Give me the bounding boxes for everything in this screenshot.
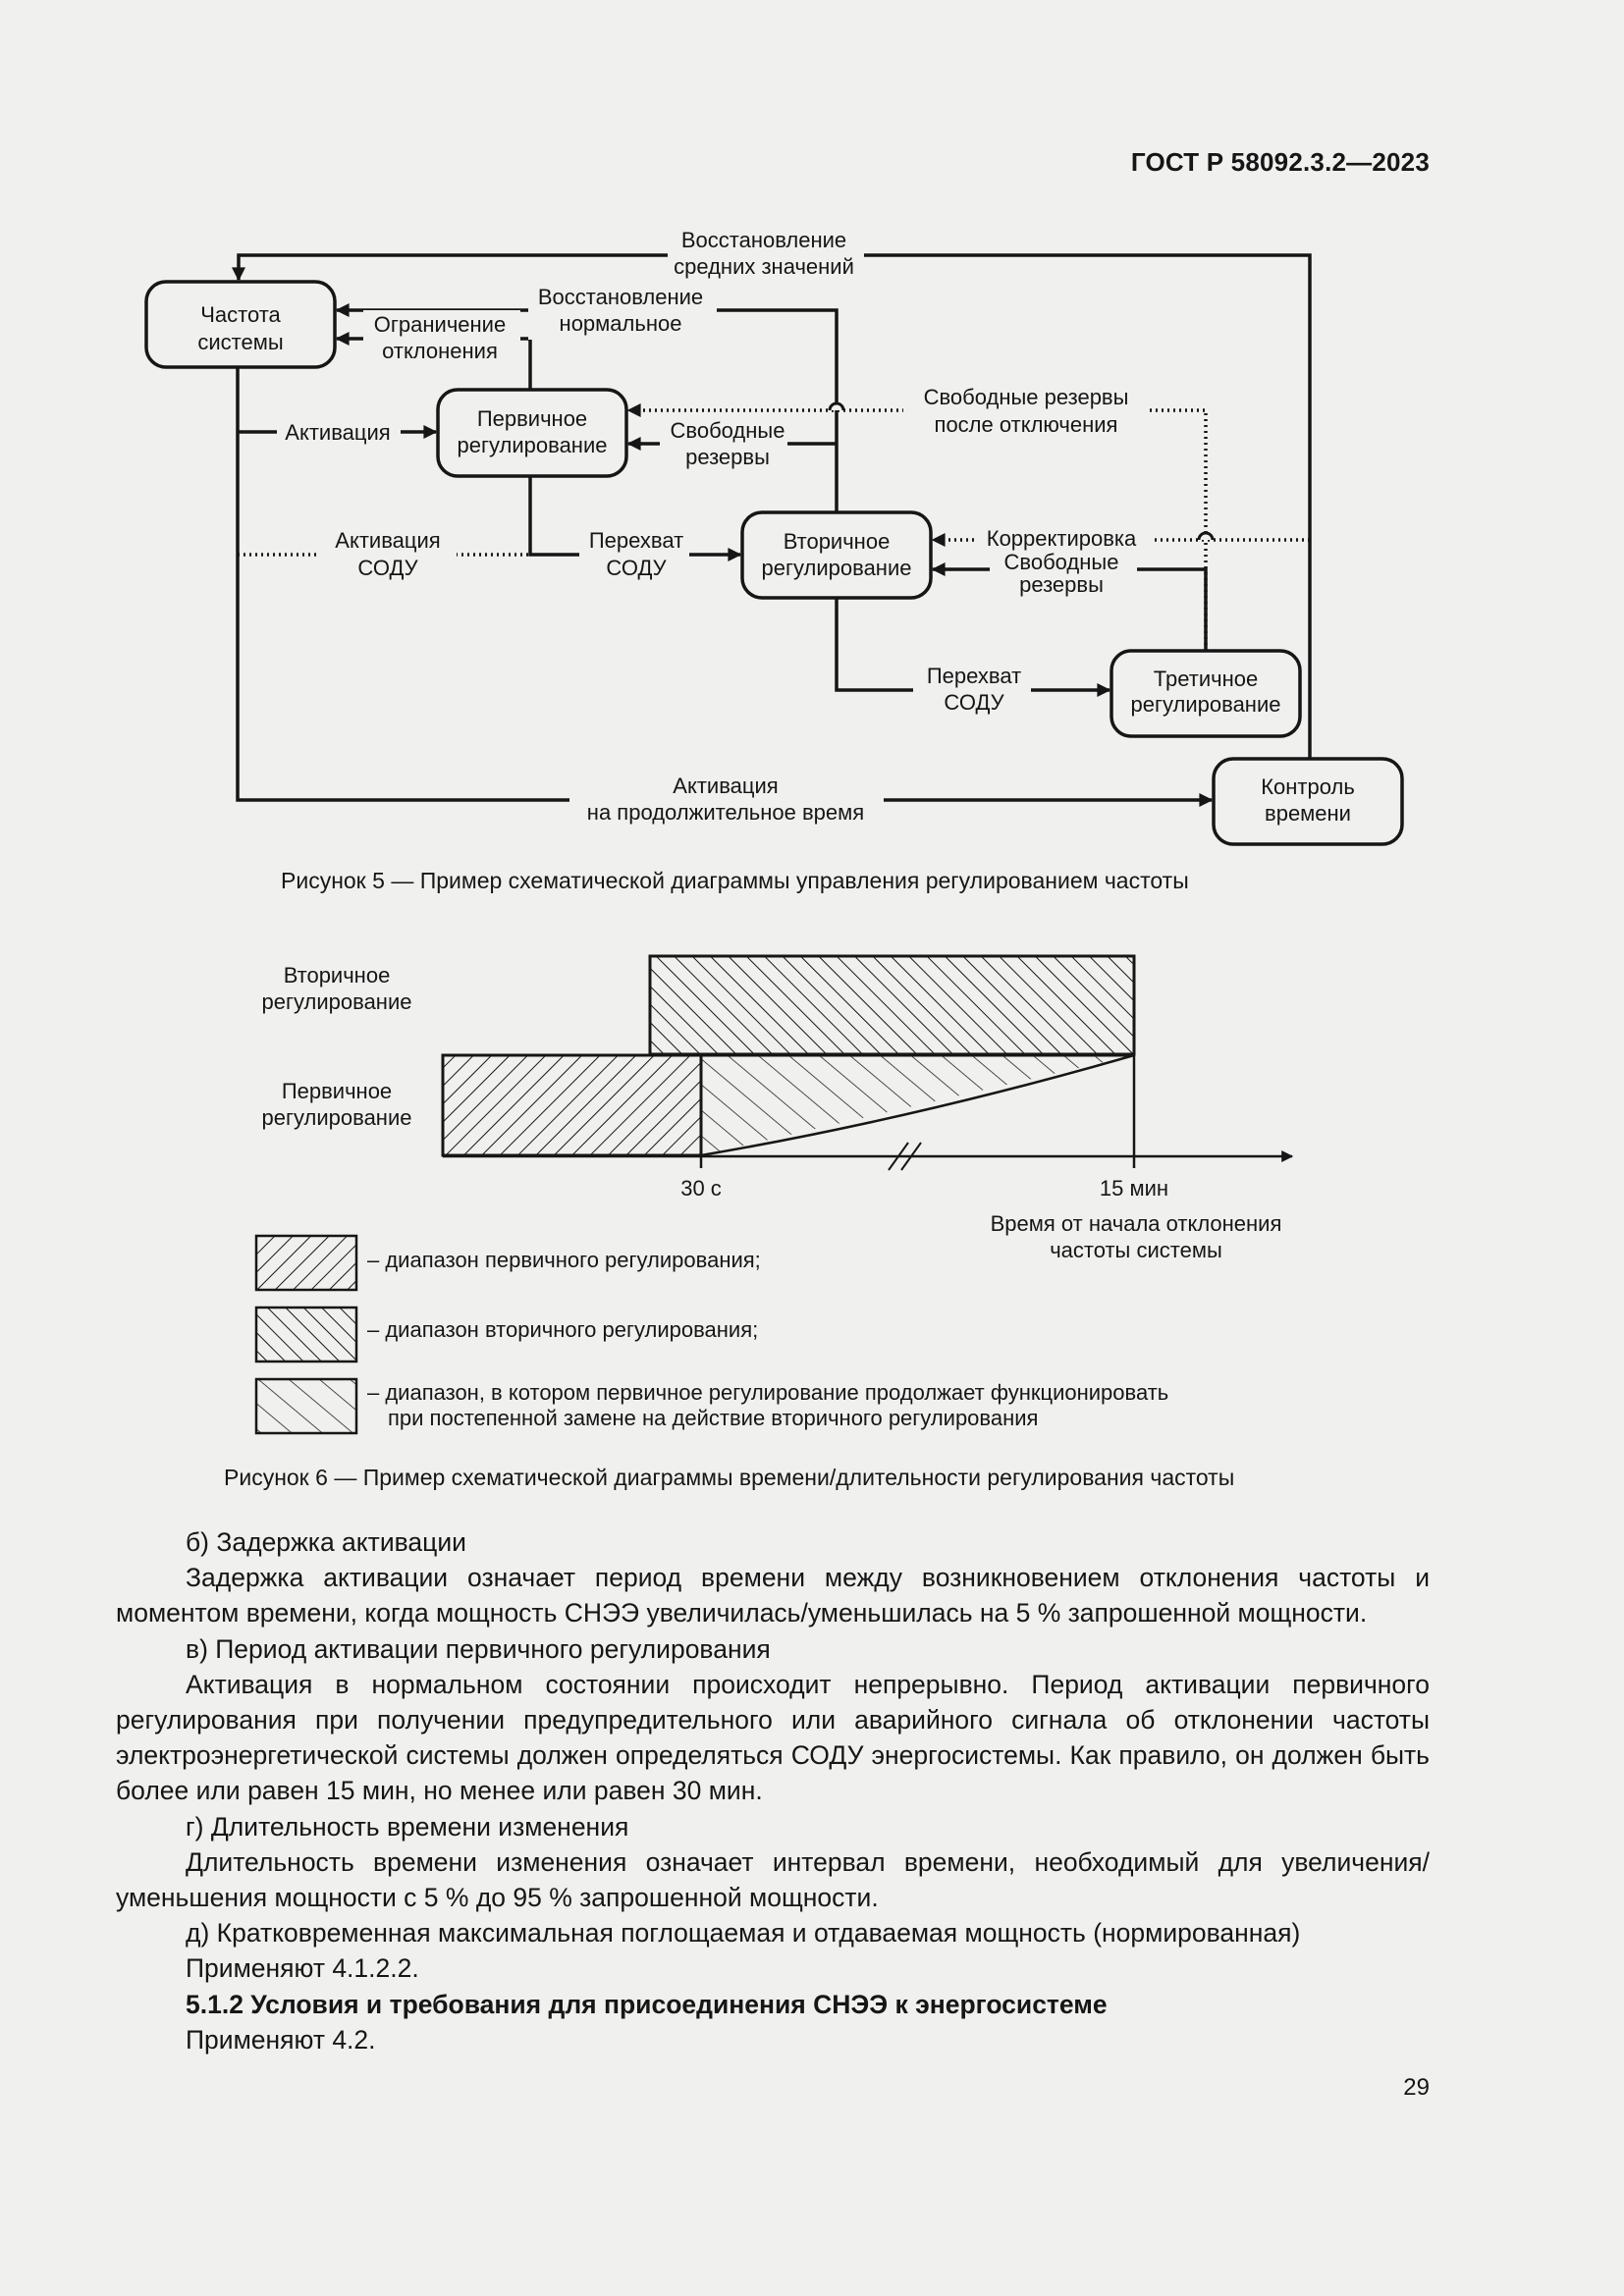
label-restore-norm-1: Восстановление [538, 285, 703, 309]
figure-6-diagram: Вторичное регулирование Первичное регули… [254, 954, 1294, 1435]
node-freq-box [144, 280, 337, 369]
axis-label-1: Время от начала отклонения [991, 1211, 1282, 1236]
label-free-res-1-2: резервы [685, 445, 770, 469]
section-5-1-2-text: Применяют 4.2. [186, 2024, 376, 2055]
node-tertiary-label-1: Третичное [1154, 667, 1258, 691]
row-label-primary-2: регулирование [262, 1105, 412, 1130]
label-activation-long-2: на продолжительное время [587, 800, 864, 825]
label-intercept-1-1: Перехват [589, 528, 683, 553]
page-number: 29 [1403, 2074, 1430, 2101]
label-correction: Корректировка [987, 526, 1137, 551]
node-time-box [1212, 757, 1404, 846]
section-5-1-2-heading: 5.1.2 Условия и требования для присоедин… [186, 1989, 1108, 2019]
label-activation-sodu-2: СОДУ [357, 556, 418, 580]
label-activation: Активация [285, 420, 390, 445]
node-primary-label-2: регулирование [458, 433, 608, 457]
figure-6-caption: Рисунок 6 — Пример схематической диаграм… [224, 1465, 1235, 1490]
row-label-secondary-1: Вторичное [284, 963, 391, 988]
item-d-heading: д) Кратковременная максимальная поглощае… [186, 1918, 1301, 1949]
node-secondary-label-2: регулирование [762, 556, 912, 580]
label-free-res-1-1: Свободные [671, 418, 785, 443]
label-activation-sodu-1: Активация [335, 528, 440, 553]
secondary-band [648, 954, 1136, 1056]
label-intercept-1-2: СОДУ [606, 556, 667, 580]
edge-activation [236, 367, 1214, 807]
standard-header: ГОСТ Р 58092.3.2—2023 [1130, 147, 1430, 177]
tick-15min: 15 мин [1100, 1176, 1168, 1201]
label-free-res-2-2: резервы [1019, 572, 1104, 597]
transition-band [701, 1055, 1134, 1155]
axis-label-2: частоты системы [1050, 1238, 1222, 1262]
node-freq-label-1: Частота [200, 302, 281, 327]
label-limit-dev-2: отклонения [382, 339, 498, 363]
item-d-text: Применяют 4.1.2.2. [186, 1953, 419, 1984]
node-tertiary-label-2: регулирование [1131, 692, 1281, 717]
legend-text-primary: – диапазон первичного регулирования; [367, 1248, 761, 1272]
item-g-heading: г) Длительность времени изменения [186, 1811, 629, 1842]
item-v-heading: в) Период активации первичного регулиров… [186, 1633, 771, 1664]
label-restore-avg-1: Восстановление [681, 228, 846, 252]
label-activation-long-1: Активация [673, 774, 778, 798]
label-free-res-after-1: Свободные резервы [924, 385, 1129, 409]
legend-swatch-primary [254, 1234, 358, 1292]
node-time-label-2: времени [1265, 801, 1351, 826]
legend-swatch-transition [254, 1377, 358, 1435]
edge-free-res-after [626, 403, 1208, 651]
item-b-text: Задержка активации означает период време… [116, 1563, 1430, 1629]
legend-text-secondary: – диапазон вторичного регулирования; [367, 1317, 758, 1342]
legend-text-transition-2: при постепенной замене на действие втори… [388, 1406, 1038, 1430]
row-label-primary-1: Первичное [282, 1079, 392, 1103]
label-restore-norm-2: нормальное [560, 311, 682, 336]
node-primary-label-1: Первичное [477, 406, 587, 431]
figure-5-caption: Рисунок 5 — Пример схематической диаграм… [281, 868, 1189, 893]
item-g-text: Длительность времени изменения означает … [116, 1846, 1430, 1913]
label-free-res-after-2: после отключения [935, 412, 1118, 437]
figure-5-diagram: Частота системы Первичное регулирование … [144, 225, 1404, 846]
legend-swatch-secondary [254, 1306, 358, 1363]
label-limit-dev-1: Ограничение [374, 312, 506, 337]
label-intercept-2-2: СОДУ [944, 690, 1004, 715]
label-free-res-2-1: Свободные [1004, 550, 1119, 574]
primary-band [441, 1053, 703, 1157]
node-freq-label-2: системы [197, 330, 283, 354]
item-v-text: Активация в нормальном состоянии происхо… [116, 1669, 1430, 1806]
node-secondary-label-1: Вторичное [784, 529, 891, 554]
node-time-label-1: Контроль [1261, 774, 1355, 799]
tick-30s: 30 с [680, 1176, 722, 1201]
legend-text-transition-1: – диапазон, в котором первичное регулиро… [367, 1380, 1168, 1405]
node-primary-box [436, 388, 628, 478]
body-text: б) Задержка активации Задержка активации… [116, 1524, 1430, 2057]
row-label-secondary-2: регулирование [262, 989, 412, 1014]
item-b-heading: б) Задержка активации [186, 1527, 466, 1557]
label-intercept-2-1: Перехват [927, 664, 1021, 688]
label-restore-avg-2: средних значений [674, 254, 854, 279]
